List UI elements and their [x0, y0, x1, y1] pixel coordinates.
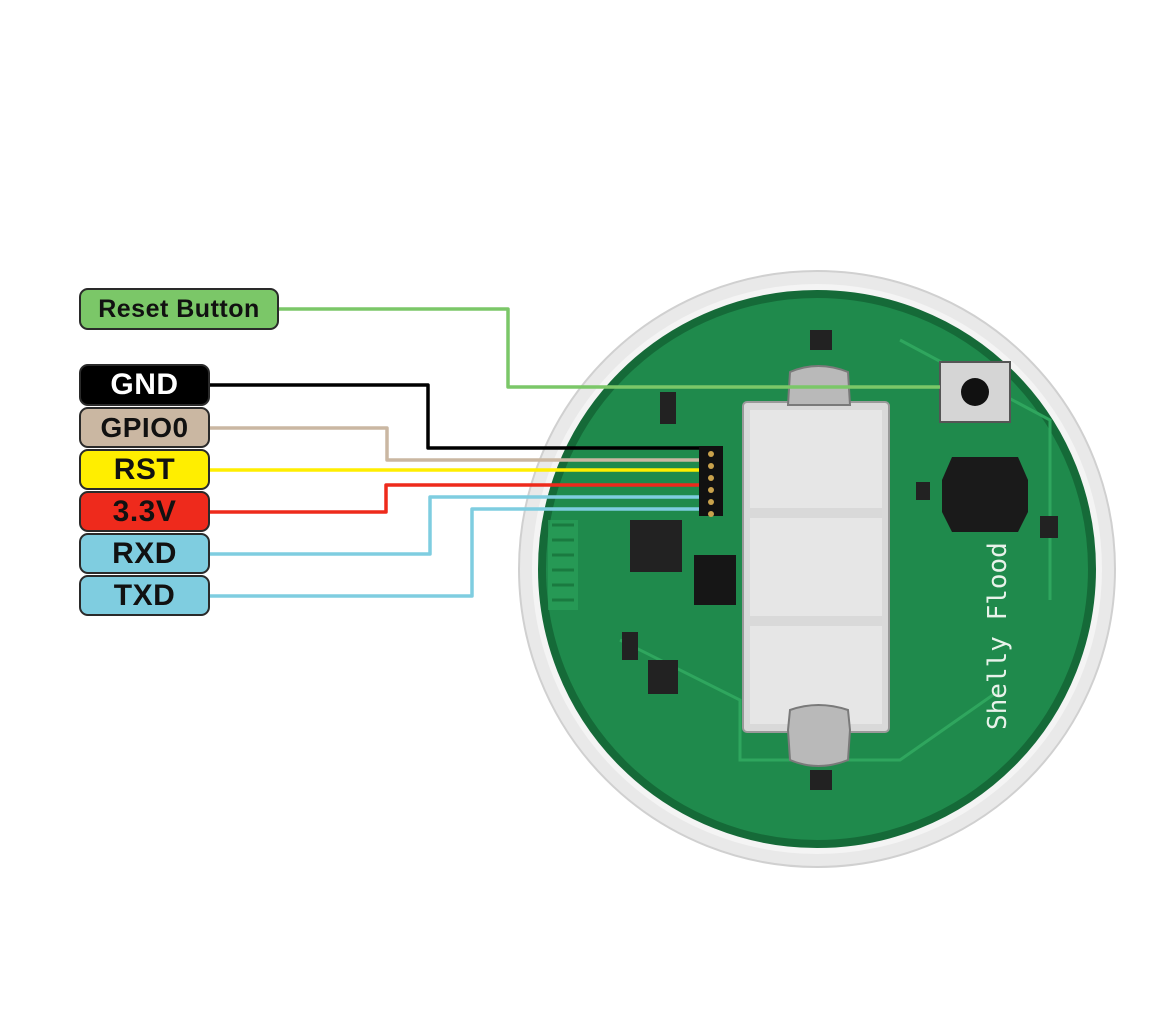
- pcb-shade: [538, 290, 1096, 848]
- reset-button-cap: [961, 378, 989, 406]
- chip-small: [810, 770, 832, 790]
- wire-rxd: [210, 495, 699, 556]
- 3v3-label: 3.3V: [79, 491, 210, 532]
- antenna-trace: [548, 520, 578, 610]
- rst-label: RST: [79, 449, 210, 490]
- txd-label: TXD: [79, 575, 210, 616]
- wire-txd: [210, 507, 699, 598]
- pcb-trace: [619, 638, 1001, 762]
- transistor: [916, 482, 930, 500]
- battery-clip-bottom: [786, 704, 852, 767]
- wire-gnd: [210, 383, 699, 450]
- flash-chip: [694, 555, 736, 605]
- wire-3v3: [210, 483, 699, 514]
- wire-gpio0: [210, 426, 699, 462]
- mcu-chip: [630, 520, 682, 572]
- battery-cell-1: [750, 410, 882, 508]
- battery-cell-2: [750, 518, 882, 616]
- chip-small: [660, 392, 676, 424]
- chip-small: [1040, 516, 1058, 538]
- gnd-label: GND: [79, 364, 210, 406]
- wiring: [210, 307, 940, 598]
- sensor-chip: [648, 660, 678, 694]
- chip-small: [810, 330, 832, 350]
- board-silkscreen: Shelly Flood: [983, 542, 1013, 730]
- gpio0-label: GPIO0: [79, 407, 210, 448]
- uart-header: [699, 446, 723, 517]
- antenna-pattern: [552, 523, 574, 602]
- wire-reset: [279, 307, 940, 389]
- reset-button-label: Reset Button: [79, 288, 279, 330]
- chip-small: [622, 632, 638, 660]
- buzzer: [942, 457, 1028, 532]
- rxd-label: RXD: [79, 533, 210, 574]
